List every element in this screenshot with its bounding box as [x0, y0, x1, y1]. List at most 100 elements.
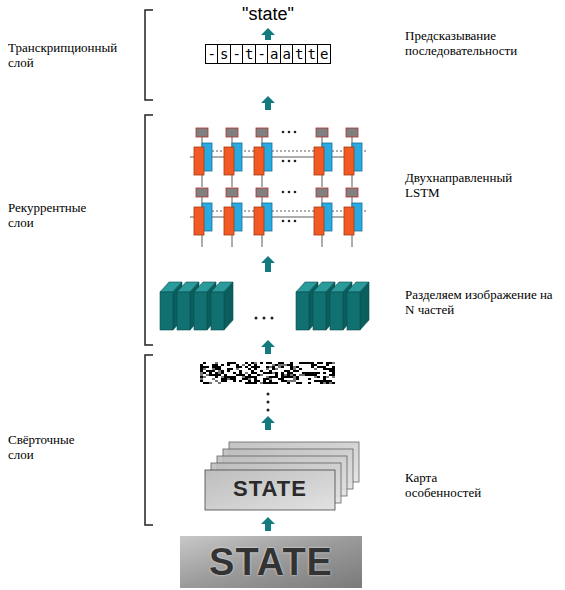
- map-pixel: [227, 362, 230, 364]
- map-pixel: [281, 380, 284, 382]
- map-pixel: [293, 374, 296, 376]
- ellipsis-dot: [288, 191, 291, 194]
- bar-front: [194, 292, 207, 330]
- map-pixel: [311, 374, 314, 376]
- map-pixel: [290, 368, 293, 370]
- map-pixel: [302, 372, 305, 374]
- map-pixel: [266, 376, 269, 378]
- ellipsis-dot: [255, 317, 258, 320]
- map-pixel: [272, 372, 275, 374]
- map-pixel: [227, 370, 230, 372]
- sequence-char: t: [245, 46, 253, 62]
- map-pixel: [302, 362, 305, 364]
- map-pixel: [263, 382, 266, 384]
- state-square: [226, 188, 238, 197]
- map-pixel: [224, 378, 227, 380]
- cell-link: [232, 235, 233, 247]
- ellipsis-dot: [263, 317, 266, 320]
- map-pixel: [248, 382, 251, 384]
- map-pixel: [248, 364, 251, 366]
- map-pixel: [314, 368, 317, 370]
- sequence-char: a: [270, 46, 278, 62]
- map-pixel: [221, 370, 224, 372]
- ellipsis-dot: [288, 220, 291, 223]
- map-pixel: [287, 376, 290, 378]
- map-pixel: [281, 374, 284, 376]
- map-pixel: [206, 370, 209, 372]
- map-pixel: [209, 370, 212, 372]
- feature-map: [205, 470, 335, 510]
- forward-cell: [314, 147, 324, 175]
- map-pixel: [260, 370, 263, 372]
- map-pixel: [212, 378, 215, 380]
- map-pixel: [269, 372, 272, 374]
- cell-link: [202, 175, 203, 187]
- map-pixel: [329, 380, 332, 382]
- map-pixel: [296, 370, 299, 372]
- map-pixel: [251, 362, 254, 364]
- map-pixel: [326, 362, 329, 364]
- map-pixel: [320, 380, 323, 382]
- ellipsis-dot: [288, 131, 291, 134]
- map-pixel: [326, 364, 329, 366]
- flow-arrow: [261, 96, 275, 110]
- forward-cell: [194, 147, 204, 175]
- map-pixel: [254, 382, 257, 384]
- map-pixel: [305, 372, 308, 374]
- map-pixel: [266, 372, 269, 374]
- map-pixel: [272, 368, 275, 370]
- map-pixel: [317, 366, 320, 368]
- ellipsis-dot: [267, 393, 270, 396]
- map-pixel: [254, 380, 257, 382]
- bar-front: [211, 292, 224, 330]
- map-pixel: [308, 372, 311, 374]
- map-pixel: [266, 366, 269, 368]
- map-pixel: [275, 368, 278, 370]
- map-pixel: [203, 366, 206, 368]
- map-pixel: [239, 380, 242, 382]
- map-pixel: [254, 368, 257, 370]
- ellipsis-dot: [271, 317, 274, 320]
- map-pixel: [245, 362, 248, 364]
- map-pixel: [326, 382, 329, 384]
- map-pixel: [323, 382, 326, 384]
- map-pixel: [272, 366, 275, 368]
- recurrent-link: [196, 151, 366, 152]
- sequence-char: t: [308, 46, 316, 62]
- map-pixel: [275, 374, 278, 376]
- bar-front: [347, 292, 360, 330]
- map-pixel: [212, 364, 215, 366]
- map-pixel: [284, 364, 287, 366]
- map-pixel: [200, 378, 203, 380]
- map-pixel: [218, 368, 221, 370]
- state-square: [256, 128, 268, 137]
- map-pixel: [215, 376, 218, 378]
- map-pixel: [233, 362, 236, 364]
- flow-arrow: [261, 416, 275, 430]
- map-pixel: [329, 374, 332, 376]
- map-pixel: [221, 380, 224, 382]
- bar-front: [160, 292, 173, 330]
- map-pixel: [329, 382, 332, 384]
- map-pixel: [272, 382, 275, 384]
- layer-name: Рекуррентные слои: [8, 200, 108, 230]
- map-pixel: [269, 380, 272, 382]
- map-pixel: [314, 376, 317, 378]
- map-pixel: [332, 382, 335, 384]
- map-pixel: [239, 374, 242, 376]
- forward-cell: [224, 207, 234, 235]
- map-pixel: [251, 376, 254, 378]
- input-image: [180, 536, 362, 588]
- map-pixel: [227, 376, 230, 378]
- map-pixel: [221, 376, 224, 378]
- map-pixel: [287, 374, 290, 376]
- map-pixel: [299, 362, 302, 364]
- bar-front: [296, 292, 309, 330]
- map-pixel: [272, 364, 275, 366]
- layer-name: Свёрточные слои: [8, 432, 98, 462]
- map-pixel: [290, 376, 293, 378]
- map-pixel: [266, 362, 269, 364]
- map-pixel: [209, 372, 212, 374]
- map-pixel: [332, 362, 335, 364]
- layer-bracket: [145, 355, 153, 525]
